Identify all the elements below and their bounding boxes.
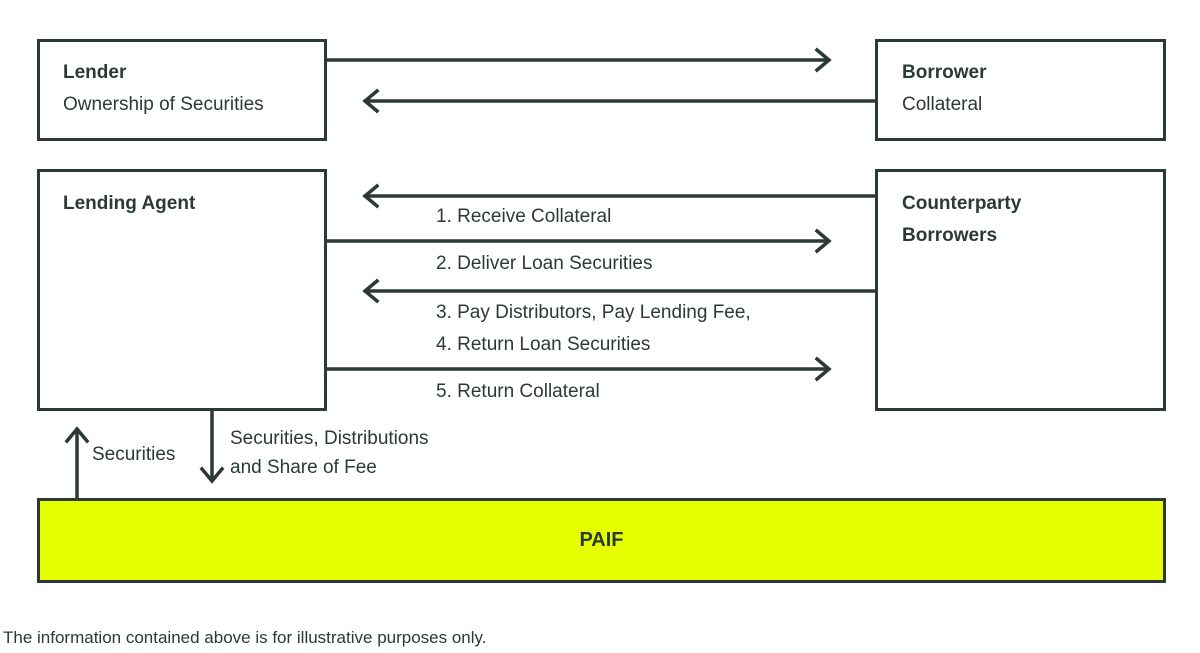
counterparty-title-line1: Counterparty [902,193,1022,214]
lender-title: Lender [63,62,127,83]
arrowhead-lender-to-borrower [814,47,832,73]
lender-box [37,39,327,141]
securities-up-label: Securities [92,444,176,465]
step4-label: 4. Return Loan Securities [436,334,651,355]
step3-label: 3. Pay Distributors, Pay Lending Fee, [436,302,751,323]
lending-agent-box [37,169,327,411]
arrowhead-step1 [362,183,380,209]
step2-label: 2. Deliver Loan Securities [436,253,653,274]
counterparty-box [875,169,1166,411]
lending-agent-title: Lending Agent [63,193,196,214]
arrowhead-step3-4 [362,278,380,304]
borrower-subtitle: Collateral [902,94,983,115]
borrower-box [875,39,1166,141]
paif-label: PAIF [579,529,624,551]
borrower-title: Borrower [902,62,987,83]
paif-box: PAIF [37,498,1166,583]
securities-down-label-line2: and Share of Fee [230,457,377,478]
footnote: The information contained above is for i… [3,628,487,647]
step1-label: 1. Receive Collateral [436,206,612,227]
arrowhead-paif-to-agent [64,426,90,444]
arrowhead-agent-to-paif [199,466,225,484]
arrowhead-borrower-to-lender [362,88,380,114]
arrowhead-step5 [814,356,832,382]
arrowhead-step2 [814,228,832,254]
securities-down-label-line1: Securities, Distributions [230,428,429,449]
lender-subtitle: Ownership of Securities [63,94,264,115]
counterparty-title-line2: Borrowers [902,225,998,246]
step5-label: 5. Return Collateral [436,381,600,402]
